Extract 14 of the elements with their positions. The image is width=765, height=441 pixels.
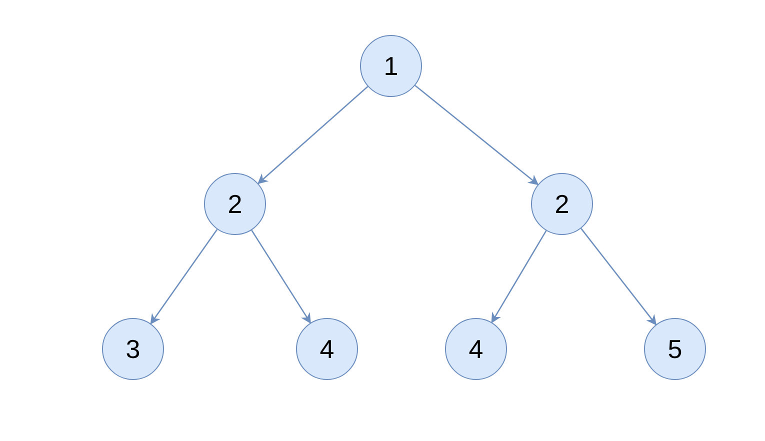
- node-value: 1: [384, 53, 398, 79]
- node-value: 4: [468, 336, 484, 362]
- arrow: [251, 230, 311, 324]
- node-value: 2: [228, 191, 242, 217]
- node-value: 3: [126, 336, 140, 362]
- arrow: [491, 230, 547, 324]
- node-value: 4: [320, 336, 334, 362]
- tree-node-circle: [204, 173, 266, 235]
- arrow: [257, 86, 368, 184]
- arrow: [414, 84, 539, 186]
- arrow: [580, 228, 657, 326]
- node-value: 5: [668, 336, 682, 362]
- node-value: 2: [554, 191, 570, 217]
- arrow: [150, 228, 218, 324]
